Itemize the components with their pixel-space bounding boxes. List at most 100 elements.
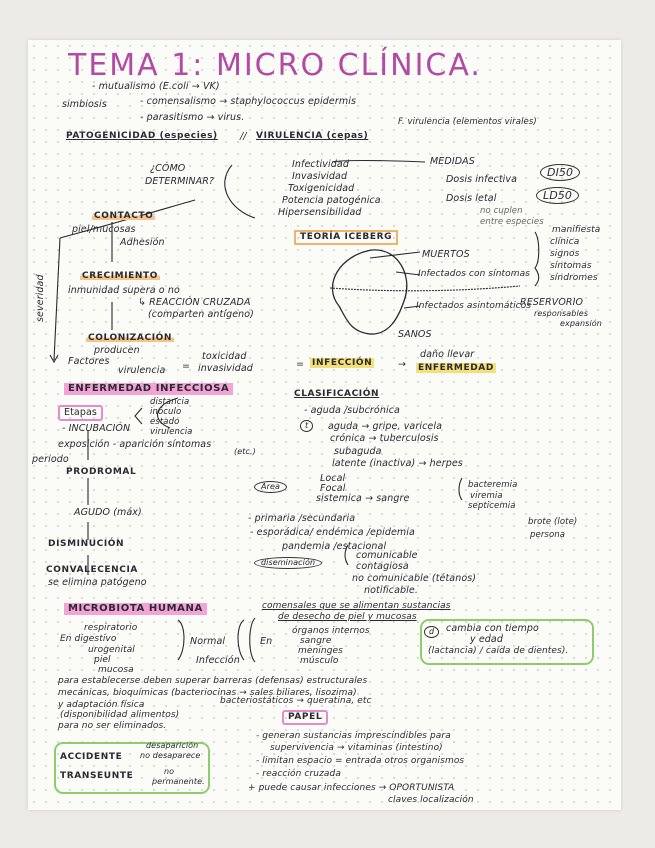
contacto-label: CONTACTO xyxy=(92,211,156,221)
invasividad-text: invasividad xyxy=(198,363,253,374)
viremia-text: viremia xyxy=(470,491,503,501)
etapas-item: virulencia xyxy=(150,427,193,437)
microbiota-site: En digestivo xyxy=(60,634,117,644)
reservorio-text: RESERVORIO xyxy=(520,297,584,308)
accidente-note-1: desaparición xyxy=(146,741,199,750)
diseminacion-circle: diseminación xyxy=(254,557,323,569)
como-question-2: DETERMINAR? xyxy=(145,176,215,187)
para-line: bacteriostáticos → queratina, etc xyxy=(220,696,372,706)
transeunte-label: TRANSEUNTE xyxy=(60,771,134,781)
toxicidad-text: toxicidad xyxy=(202,351,247,362)
sistemica-text: sistemica → sangre xyxy=(316,493,410,504)
medidas-note-1: no cuplen xyxy=(480,206,523,216)
etc-text: (etc.) xyxy=(234,447,256,456)
papel-item: claves localización xyxy=(388,795,474,805)
papel-item: - limitan espacio = entrada otros organi… xyxy=(256,756,465,766)
inmunidad-text: inmunidad supera o no xyxy=(68,285,180,296)
papel-item: supervivencia → vitaminas (intestino) xyxy=(270,743,443,753)
contacto-sub: piel/mucosas xyxy=(72,224,136,235)
cambia-text-3: (lactancia) / caída de dientes). xyxy=(428,646,569,656)
medidas-label: MEDIDAS xyxy=(430,156,475,167)
latente-text: latente (inactiva) → herpes xyxy=(332,458,463,469)
periodo-text: periodo xyxy=(32,454,69,465)
producen-text: producen xyxy=(94,345,140,356)
virulencia-label: VIRULENCIA (cepas) xyxy=(256,131,369,141)
separator: // xyxy=(240,131,247,142)
convalecencia-sub: se elimina patógeno xyxy=(48,577,147,588)
infeccion-text: Infección xyxy=(196,655,240,666)
disminucion-label: DISMINUCIÓN xyxy=(48,539,125,549)
microbiota-site: urogenital xyxy=(88,645,135,655)
equals-2: = xyxy=(296,359,305,370)
virulencia-text: virulencia xyxy=(118,365,166,376)
reservorio-sub-2: expansión xyxy=(560,319,602,328)
agudo-label: AGUDO (máx) xyxy=(74,507,142,518)
convalecencia-label: CONVALECENCIA xyxy=(46,565,138,575)
etapas-item: distancia xyxy=(150,397,190,407)
di50-badge: DI50 xyxy=(540,164,581,181)
severidad-label: severidad xyxy=(35,274,46,322)
arrow: → xyxy=(398,359,407,370)
factores-text: Factores xyxy=(68,356,110,367)
t-circle: t xyxy=(300,420,314,432)
exposicion-text: exposición - aparición síntomas xyxy=(58,439,212,450)
para-line: para no ser eliminados. xyxy=(58,721,167,731)
accidente-transeunte-box xyxy=(54,742,210,794)
como-item: Toxigenicidad xyxy=(288,183,355,194)
cambia-text-1: cambia con tiempo xyxy=(446,623,539,634)
esporadica-text: - esporádica/ endémica /epidemia xyxy=(250,527,415,538)
microbiota-desc-2: de desecho de piel y mucosas xyxy=(278,612,417,622)
incubacion-text: - INCUBACIÓN xyxy=(62,423,131,434)
como-item: Invasividad xyxy=(292,171,348,182)
papel-item: - reacción cruzada xyxy=(256,769,341,779)
mucosa-text: mucosa xyxy=(98,665,134,675)
dosis-letal: Dosis letal xyxy=(446,193,497,204)
crecimiento-label: CRECIMIENTO xyxy=(80,271,161,281)
organos-item: sangre xyxy=(300,636,332,646)
etapas-item: estado xyxy=(150,417,180,427)
aguda-text: aguda → gripe, varicela xyxy=(328,421,443,432)
para-line: (disponibilidad alimentos) xyxy=(60,710,180,720)
papel-item: + puede causar infecciones → OPORTUNISTA xyxy=(248,783,455,793)
para-line: mecánicas, bioquímicas (bacteriocinas → … xyxy=(58,688,357,698)
parasitismo-text: - parasitismo → virus. xyxy=(140,112,245,123)
persona-text: persona xyxy=(530,530,566,540)
cronica-text: crónica → tuberculosis xyxy=(330,433,439,444)
comensalismo-text: - comensalismo → staphylococcus epidermi… xyxy=(140,96,356,107)
brote-text: brote (lote) xyxy=(528,517,578,527)
ld50-badge: LD50 xyxy=(536,187,579,204)
mutualismo-text: - mutualismo (E.coli → VK) xyxy=(92,81,220,92)
microbiota-heading: MICROBIOTA HUMANA xyxy=(64,603,207,615)
transeunte-note-2: permanente. xyxy=(152,777,205,786)
reaccion-sub: (comparten antígeno) xyxy=(148,309,254,320)
cambia-text-2: y edad xyxy=(470,634,503,645)
primaria-text: - primaria /secundaria xyxy=(248,513,356,524)
clinica-item: clínica xyxy=(550,237,580,247)
infectados-sintomas: Infectados con síntomas xyxy=(418,269,531,279)
septicemia-text: septicemia xyxy=(468,501,516,511)
medidas-note-2: entre especies xyxy=(480,217,544,227)
como-item: Hipersensibilidad xyxy=(278,207,362,218)
reaccion-cruzada: ↳ REACCIÓN CRUZADA xyxy=(138,297,251,308)
simbiosis-label: simbiosis xyxy=(62,99,107,110)
infeccion-label: INFECCIÓN xyxy=(310,358,375,368)
pandemia-text: pandemia /estacional xyxy=(282,541,387,552)
organos-item: meninges xyxy=(298,646,343,656)
como-item: Potencia patogénica xyxy=(282,195,381,206)
dosis-infectiva: Dosis infectiva xyxy=(446,174,518,185)
subaguda-text: subaguda xyxy=(334,446,382,457)
organos-text: órganos internos xyxy=(292,626,370,636)
notificable-text: notificable. xyxy=(364,585,418,596)
muertos-text: MUERTOS xyxy=(422,249,470,260)
clinica-item: síntomas xyxy=(550,261,592,271)
para-line: y adaptación física xyxy=(58,700,145,710)
clinica-item: síndromes xyxy=(550,273,598,283)
cambia-box xyxy=(420,619,594,665)
colonizacion-label: COLONIZACIÓN xyxy=(86,333,175,343)
prodromal-label: PRODROMAL xyxy=(66,467,137,477)
clinica-item: manifiesta xyxy=(552,225,601,235)
microbiota-site: respiratorio xyxy=(84,623,138,633)
papel-item: - generan sustancias imprescindibles par… xyxy=(256,731,451,741)
organos-item: músculo xyxy=(300,656,339,666)
contagiosa-text: contagiosa xyxy=(356,561,409,572)
